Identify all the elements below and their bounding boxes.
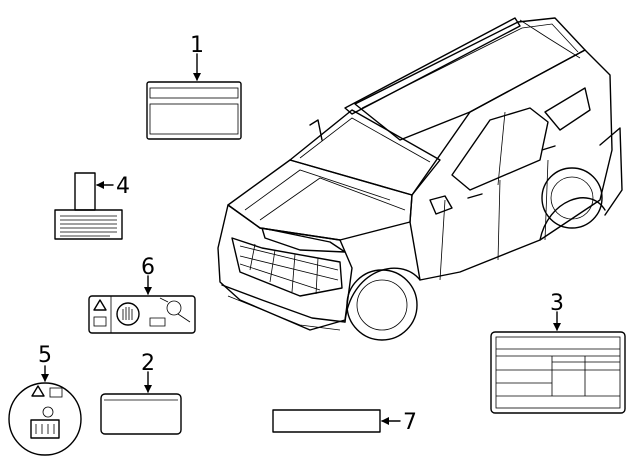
fan-hand-hazard-icon (149, 317, 166, 327)
warning-triangle-icon-2 (31, 385, 45, 397)
callout-6: 6 (141, 255, 155, 280)
label-5-round-label (8, 382, 82, 456)
no-touch-hand-icon (116, 302, 140, 326)
label-3-tire-info-placard (490, 331, 626, 414)
manual-book-icon-2 (49, 387, 63, 398)
manual-book-icon (93, 316, 107, 327)
callout-5: 5 (38, 343, 52, 368)
vehicle-illustration (217, 17, 623, 341)
label-2-sticker (100, 393, 182, 435)
callout-1: 1 (190, 33, 204, 58)
label-7-group: 7 (272, 409, 417, 435)
rear-wheel (541, 167, 603, 229)
label-5-group: 5 (8, 343, 82, 456)
callout-2: 2 (141, 351, 155, 376)
label-1-group: 1 (146, 33, 242, 140)
callout-4: 4 (116, 174, 130, 199)
label-6-group: 6 (88, 255, 196, 334)
label-6-sticker (88, 295, 196, 334)
label-3-group: 3 (490, 291, 626, 414)
callout-7: 7 (403, 410, 417, 435)
label-4-group: 4 (54, 172, 130, 240)
label-7-strip (272, 409, 381, 433)
callout-3: 3 (550, 291, 564, 316)
coolant-hazard-icon (30, 406, 60, 439)
front-wheel (346, 269, 418, 341)
warning-triangle-icon (93, 299, 107, 311)
label-4-tag (54, 209, 123, 240)
label-2-group: 2 (100, 351, 182, 435)
label-1-placard (146, 81, 242, 140)
